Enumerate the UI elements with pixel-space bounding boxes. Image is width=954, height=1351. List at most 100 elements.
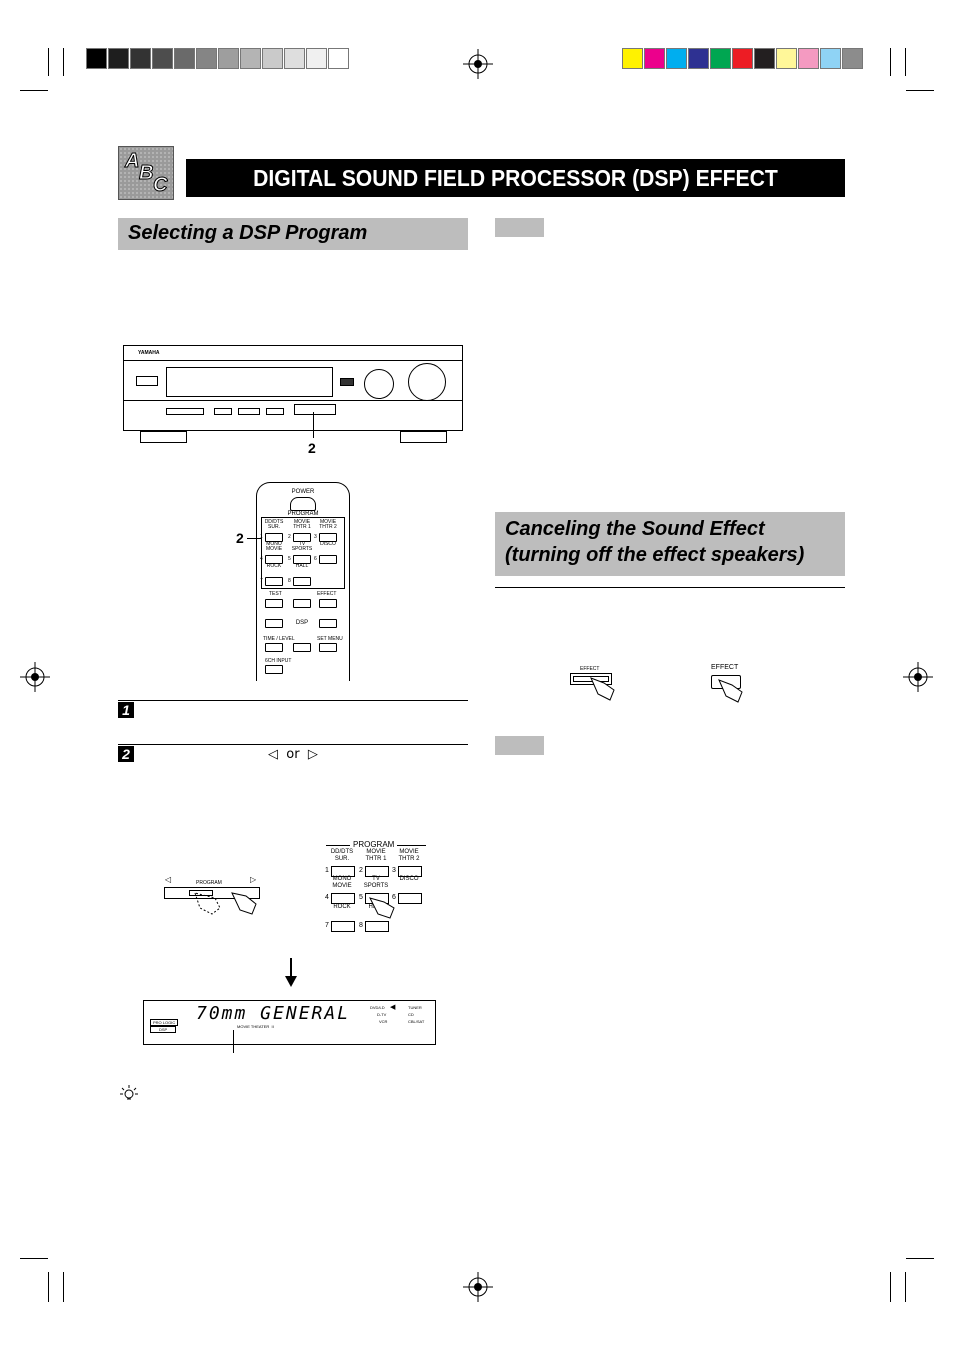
yamaha-logo: YAMAHA bbox=[138, 350, 160, 356]
note-tab-top bbox=[495, 218, 544, 237]
color-swatch bbox=[710, 48, 731, 69]
program-panel-button[interactable] bbox=[365, 921, 389, 932]
remote-program-number: 2 bbox=[288, 534, 291, 540]
remote-set-menu-button[interactable] bbox=[319, 643, 337, 652]
color-swatch bbox=[842, 48, 863, 69]
step-2-number: 2 bbox=[118, 746, 134, 762]
input-selector-knob[interactable] bbox=[364, 369, 394, 399]
display-panel: PRO LOGIC DSP 70mm GENERAL MOVIE THEATER… bbox=[143, 1000, 436, 1045]
remote-time-level-button[interactable] bbox=[265, 643, 283, 652]
remote-test-label: TEST bbox=[269, 591, 282, 597]
program-panel-button[interactable] bbox=[365, 866, 389, 877]
section-title-selecting: Selecting a DSP Program bbox=[128, 222, 368, 244]
remote-power-button[interactable] bbox=[290, 497, 316, 511]
program-panel-label: DISCO bbox=[399, 876, 419, 882]
remote-right-button[interactable] bbox=[319, 619, 337, 628]
receiver-power-button[interactable] bbox=[136, 376, 158, 386]
program-panel-header: PROGRAM bbox=[350, 840, 398, 849]
remote-program-button[interactable] bbox=[265, 577, 283, 586]
abc-letter-c: C bbox=[152, 174, 168, 197]
remote-program-button[interactable] bbox=[319, 533, 337, 542]
program-panel-button[interactable] bbox=[331, 893, 355, 904]
pointing-hand-icon bbox=[590, 677, 615, 701]
receiver-program-selector[interactable] bbox=[294, 404, 336, 415]
display-input-indicator-icon: ◀ bbox=[390, 1003, 396, 1011]
remote-program-number: 1 bbox=[260, 534, 263, 540]
display-callout-line bbox=[233, 1030, 234, 1053]
program-panel-label: MONO MOVIE bbox=[332, 876, 352, 889]
remote-program-button[interactable] bbox=[319, 555, 337, 564]
effect-panel-label: EFFECT bbox=[580, 666, 600, 672]
display-input-dtv: D-TV bbox=[377, 1012, 387, 1017]
registration-mark-top bbox=[463, 49, 493, 79]
page-title-bar: DIGITAL SOUND FIELD PROCESSOR (DSP) EFFE… bbox=[186, 159, 845, 197]
receiver-display-window bbox=[166, 367, 333, 397]
section-title-bar-right: Canceling the Sound Effect (turning off … bbox=[495, 512, 845, 576]
pointing-hand-icon bbox=[718, 679, 743, 703]
color-swatch bbox=[776, 48, 797, 69]
remote-program-label: DD/DTS SUR. bbox=[264, 519, 284, 530]
program-panel-button[interactable] bbox=[331, 866, 355, 877]
gray-swatch bbox=[86, 48, 107, 69]
remote-program-label: PROGRAM bbox=[287, 511, 319, 517]
receiver-foot-left bbox=[140, 431, 187, 443]
volume-knob[interactable] bbox=[408, 363, 446, 401]
remote-program-button[interactable] bbox=[293, 577, 311, 586]
program-slider[interactable] bbox=[164, 887, 260, 899]
program-panel-button[interactable] bbox=[398, 866, 422, 877]
remote-callout-line bbox=[247, 538, 261, 539]
step-2-rule bbox=[118, 744, 468, 745]
remote-left-button[interactable] bbox=[265, 619, 283, 628]
gray-swatch bbox=[196, 48, 217, 69]
gray-swatch bbox=[130, 48, 151, 69]
remote-6ch-input-button[interactable] bbox=[265, 665, 283, 674]
remote-program-button[interactable] bbox=[265, 533, 283, 542]
receiver-callout-number: 2 bbox=[308, 440, 316, 456]
effect-panel-button[interactable] bbox=[570, 673, 612, 685]
remote-time-level-label: TIME / LEVEL bbox=[263, 636, 295, 642]
tip-lightbulb-icon bbox=[120, 1085, 138, 1100]
receiver-bottom-button[interactable] bbox=[166, 408, 204, 415]
gray-swatch bbox=[306, 48, 327, 69]
remote-program-button[interactable] bbox=[293, 555, 311, 564]
abc-icon: A B C bbox=[118, 146, 174, 200]
remote-up-button[interactable] bbox=[293, 599, 311, 608]
abc-letter-b: B bbox=[138, 162, 154, 185]
remote-program-label: TV SPORTS bbox=[291, 541, 313, 552]
program-panel-label: ROCK bbox=[333, 904, 351, 910]
program-panel-button[interactable] bbox=[331, 921, 355, 932]
registration-mark-bottom bbox=[463, 1272, 493, 1302]
right-section-rule bbox=[495, 587, 845, 588]
gray-swatch bbox=[108, 48, 129, 69]
program-slider-label: PROGRAM bbox=[196, 880, 222, 886]
remote-effect-button[interactable] bbox=[319, 599, 337, 608]
note-tab-bottom bbox=[495, 736, 544, 755]
receiver-bottom-button[interactable] bbox=[266, 408, 284, 415]
display-dsp-indicator: DSP bbox=[150, 1026, 177, 1033]
gray-swatch bbox=[152, 48, 173, 69]
receiver-bottom-button[interactable] bbox=[238, 408, 260, 415]
display-input-vcr: VCR bbox=[379, 1019, 388, 1024]
program-panel-number: 1 bbox=[325, 867, 329, 874]
color-swatch bbox=[754, 48, 775, 69]
page-title: DIGITAL SOUND FIELD PROCESSOR (DSP) EFFE… bbox=[253, 165, 778, 191]
remote-program-number: 3 bbox=[314, 534, 317, 540]
display-prologic-indicator: PRO LOGIC bbox=[150, 1019, 179, 1026]
remote-program-button[interactable] bbox=[265, 555, 283, 564]
registration-mark-left bbox=[20, 662, 50, 692]
program-panel-button[interactable] bbox=[398, 893, 422, 904]
remote-6ch-input-label: 6CH INPUT bbox=[265, 658, 292, 664]
color-swatch bbox=[820, 48, 841, 69]
remote-program-button[interactable] bbox=[293, 533, 311, 542]
remote-test-button[interactable] bbox=[265, 599, 283, 608]
receiver-bottom-button[interactable] bbox=[214, 408, 232, 415]
remote-effect-label: EFFECT bbox=[317, 591, 337, 597]
section-title-bar-left: Selecting a DSP Program bbox=[118, 218, 468, 250]
remote-power-label: POWER bbox=[291, 489, 315, 495]
down-arrow-icon bbox=[285, 958, 297, 987]
remote-down-button[interactable] bbox=[293, 643, 311, 652]
receiver-small-button[interactable] bbox=[340, 378, 354, 386]
receiver-callout-line bbox=[313, 412, 314, 438]
program-panel-label: TV SPORTS bbox=[363, 876, 389, 889]
